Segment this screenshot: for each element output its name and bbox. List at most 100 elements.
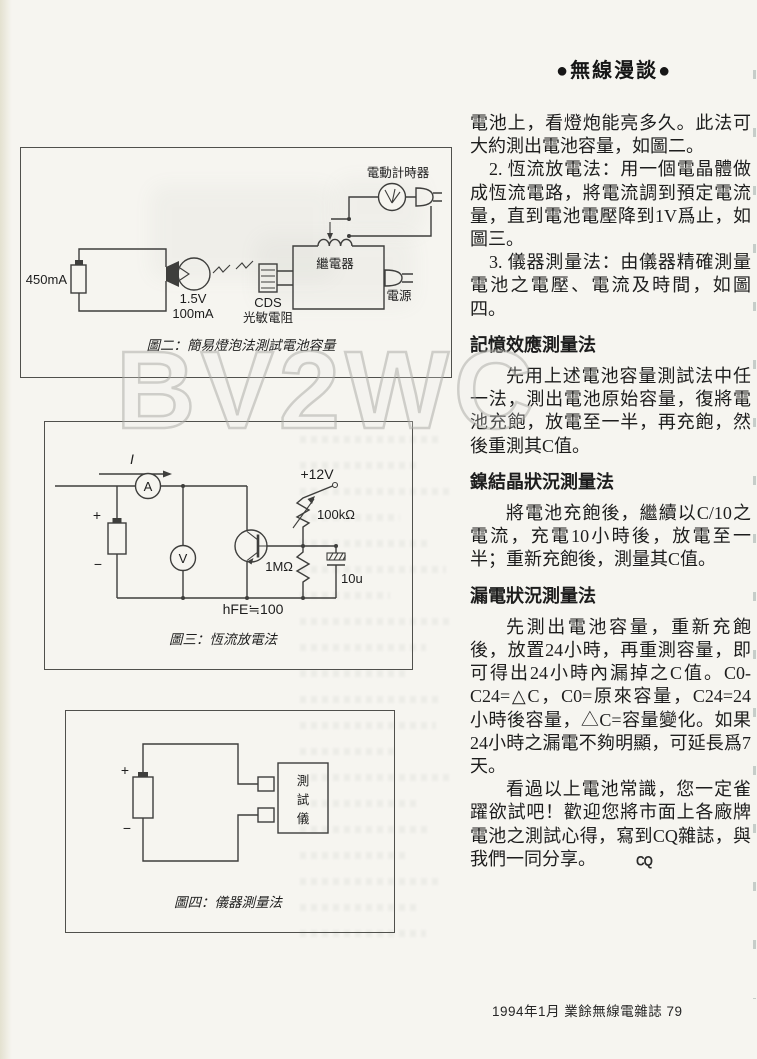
bleed-line [300,488,452,495]
ammeter-label: A [144,479,153,494]
section-heading: 鎳結晶狀況測量法 [470,471,614,492]
bleed-line [300,748,396,755]
wire [55,485,336,599]
arrow-up-icon [307,496,315,504]
figure-3-constant-current: I A + − V +12V [44,421,413,670]
bleed-line [300,592,390,599]
bleed-line [300,878,440,885]
battery-symbol [132,776,154,819]
junction-dot [181,596,185,600]
figure-2-bulb-method: 450mA 1.5V 100mA CDS 光敏電阻 繼電器 電源 電動計時器 [20,147,452,378]
junction-dot [334,544,338,548]
probe-connector [257,807,275,823]
scan-edge-right [753,70,756,999]
body-paragraph: 3. 儀器測量法：由儀器精確測量電池之電壓、電流及時間，如圖四。 [470,252,751,319]
figure-4-instrument-method: + − 測 試 儀 圖四：儀器測量法 [65,710,395,933]
bleed-line [300,826,431,833]
plug-prongs [402,273,413,283]
scan-edge-left [0,0,13,1059]
circuit-diagram-bulb-method: 450mA 1.5V 100mA CDS 光敏電阻 繼電器 電源 電動計時器 [26,165,442,353]
emitter-arrow-icon [247,558,254,565]
junction-dot [301,596,305,600]
tester-label-char: 測 [297,774,310,788]
relay-coil-icon [317,238,353,247]
tester-label-char: 儀 [297,812,310,826]
battery-label: 450mA [26,272,68,287]
bleed-line [300,618,450,625]
relay-label: 繼電器 [316,257,354,271]
page-footer: 1994年1月 業餘無線電雜誌 79 [492,1004,683,1019]
arrow-right-icon [163,470,172,478]
plug-prongs [433,192,442,202]
bleed-line [300,774,450,781]
bleed-through-artifact [335,178,425,236]
resistor-zigzag [295,546,311,598]
tester-label-char: 試 [297,792,310,807]
light-ray-icon [212,260,254,274]
junction-dot [301,544,305,548]
capacitor-label: 10u [341,571,363,586]
battery-symbol [107,522,127,555]
section-tag: ●無線漫談● [556,60,673,82]
minus-label: − [94,556,102,572]
timer-needles [384,188,401,204]
ammeter-icon [134,472,162,500]
wire [331,196,432,237]
wire [78,248,167,312]
battery-terminal [138,772,148,777]
probe-connector [257,776,275,792]
wire [142,743,258,862]
body-paragraph: 將電池充飽後，繼續以C/10之電流，充電10小時後，放電至一半；重新充飽後，測量… [470,503,751,570]
tester-box [277,762,329,834]
bleed-line [300,800,420,807]
bleed-line [300,436,440,443]
contact-dot [347,217,351,221]
bulb-socket [166,261,179,287]
voltmeter-icon [169,544,197,572]
wire [277,270,293,286]
bleed-through-text-area [300,436,462,952]
cds-hatch [261,269,275,289]
junction-dot [181,484,185,488]
power-plug-icon [384,269,403,287]
battery-symbol [70,264,87,294]
end-mark: CQ [636,852,653,869]
minus-label: − [123,820,131,836]
bleed-line [300,514,400,521]
timer-dial-icon [377,182,407,212]
supply-label: +12V [300,466,334,482]
bulb-icon [177,257,211,291]
bleed-line [300,904,416,911]
bleed-line [300,566,446,573]
power-label: 電源 [386,289,412,303]
bleed-line [300,462,420,469]
bleed-line [300,722,436,729]
wire [292,245,385,310]
current-label: I [130,451,134,467]
article-column: 電池上，看燈炮能亮多久。此法可大約測出電池容量，如圖二。2. 恆流放電法：用一個… [470,112,751,873]
bleed-line [300,644,426,651]
timer-label: 電動計時器 [367,165,430,180]
bulb-voltage-label: 1.5V [180,291,207,306]
supply-terminal [331,481,339,489]
plus-label: + [93,507,101,523]
gain-label: hFE≒100 [223,601,284,617]
bleed-line [300,930,426,937]
arrow-down-icon [327,233,333,240]
voltmeter-label: V [179,551,188,566]
capacitor-hatch [328,552,346,561]
body-paragraph: 電池上，看燈炮能亮多久。此法可大約測出電池容量，如圖二。 [470,113,751,157]
plus-label: + [121,762,129,778]
resistor-label: 1MΩ [265,559,293,574]
circuit-diagram-constant-current: I A + − V +12V [55,451,363,647]
bleed-line [300,540,432,547]
bulb-current-label: 100mA [172,306,214,321]
timer-plug-icon [415,187,434,207]
body-paragraph: 2. 恆流放電法：用一個電晶體做成恆流電路，將電流調到預定電流量，直到電池電壓降… [470,159,751,250]
battery-terminal [112,518,122,523]
contact-dot [347,234,351,238]
figure-caption: 圖四：儀器測量法 [174,895,283,910]
cds-photoresistor [258,263,278,293]
junction-dot [245,596,249,600]
